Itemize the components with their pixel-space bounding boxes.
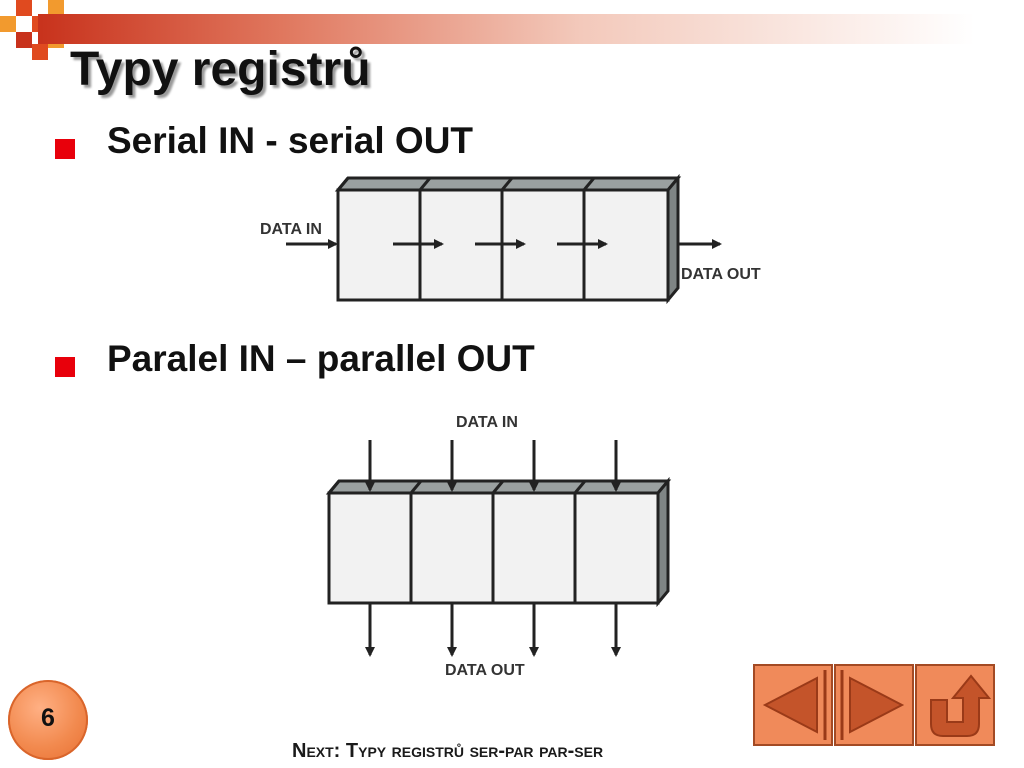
- parallel-data-out-label: DATA OUT: [445, 662, 525, 679]
- bullet-square-icon: [55, 357, 75, 377]
- footer-next-text: Next: Typy registrů ser-par par-ser: [292, 740, 604, 762]
- header-gradient-bar: [38, 14, 1024, 44]
- return-button[interactable]: [915, 664, 995, 746]
- register-cell: [491, 491, 577, 605]
- bullet-text: Paralel IN – parallel OUT: [107, 338, 535, 379]
- register-cell: [573, 491, 660, 605]
- page-number: 6: [41, 704, 55, 732]
- bullet-square-icon: [55, 139, 75, 159]
- register-cell: [327, 491, 413, 605]
- register-cell: [409, 491, 495, 605]
- slide-title: Typy registrů: [70, 43, 371, 96]
- serial-data-in-label: DATA IN: [260, 221, 322, 238]
- return-icon: [930, 674, 992, 737]
- triangle-right-icon: [840, 670, 905, 740]
- bullet-text: Serial IN - serial OUT: [107, 120, 474, 161]
- page-number-badge: 6: [8, 680, 88, 760]
- previous-slide-button[interactable]: [753, 664, 833, 746]
- next-slide-button[interactable]: [834, 664, 914, 746]
- parallel-register-diagram: DATA IN DATA OUT: [325, 414, 672, 679]
- triangle-left-icon: [762, 670, 827, 740]
- serial-register-diagram: DATA IN DATA OUT: [260, 173, 761, 305]
- parallel-data-in-label: DATA IN: [456, 414, 518, 431]
- serial-data-out-label: DATA OUT: [681, 266, 761, 283]
